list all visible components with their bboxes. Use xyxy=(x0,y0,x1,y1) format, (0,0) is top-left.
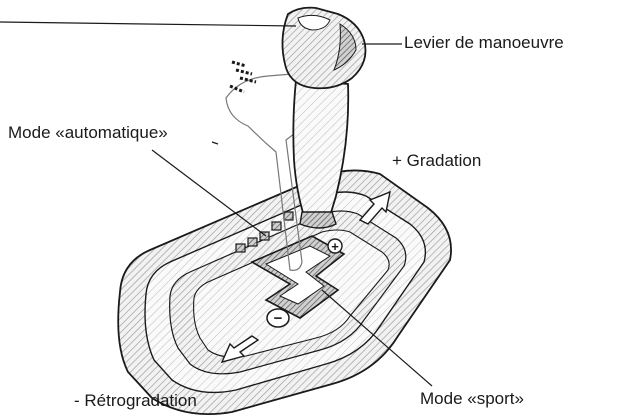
minus-button-graphic: − xyxy=(266,308,290,328)
plus-button-graphic: + xyxy=(327,238,343,254)
lever-knob-side xyxy=(333,23,357,71)
lever-label: Levier de manoeuvre xyxy=(404,33,564,52)
upshift-arrow xyxy=(358,190,391,225)
downshift-label: - Rétrogradation xyxy=(74,391,197,410)
sport-mode-label: Mode «sport» xyxy=(420,389,524,408)
leader-lines xyxy=(0,21,433,387)
downshift-arrow xyxy=(220,335,260,364)
gate-inner xyxy=(264,245,331,305)
upshift-label: + Gradation xyxy=(392,151,482,170)
ghost-arrows xyxy=(229,60,257,94)
auto-mode-label: Mode «automatique» xyxy=(8,123,168,142)
minus-symbol: − xyxy=(274,310,283,327)
lever-knob-highlight xyxy=(297,14,331,31)
lever-boot xyxy=(299,211,337,229)
plus-symbol: + xyxy=(331,239,339,254)
lever-shaft xyxy=(292,79,350,217)
ghost-lever-outline xyxy=(225,73,319,271)
